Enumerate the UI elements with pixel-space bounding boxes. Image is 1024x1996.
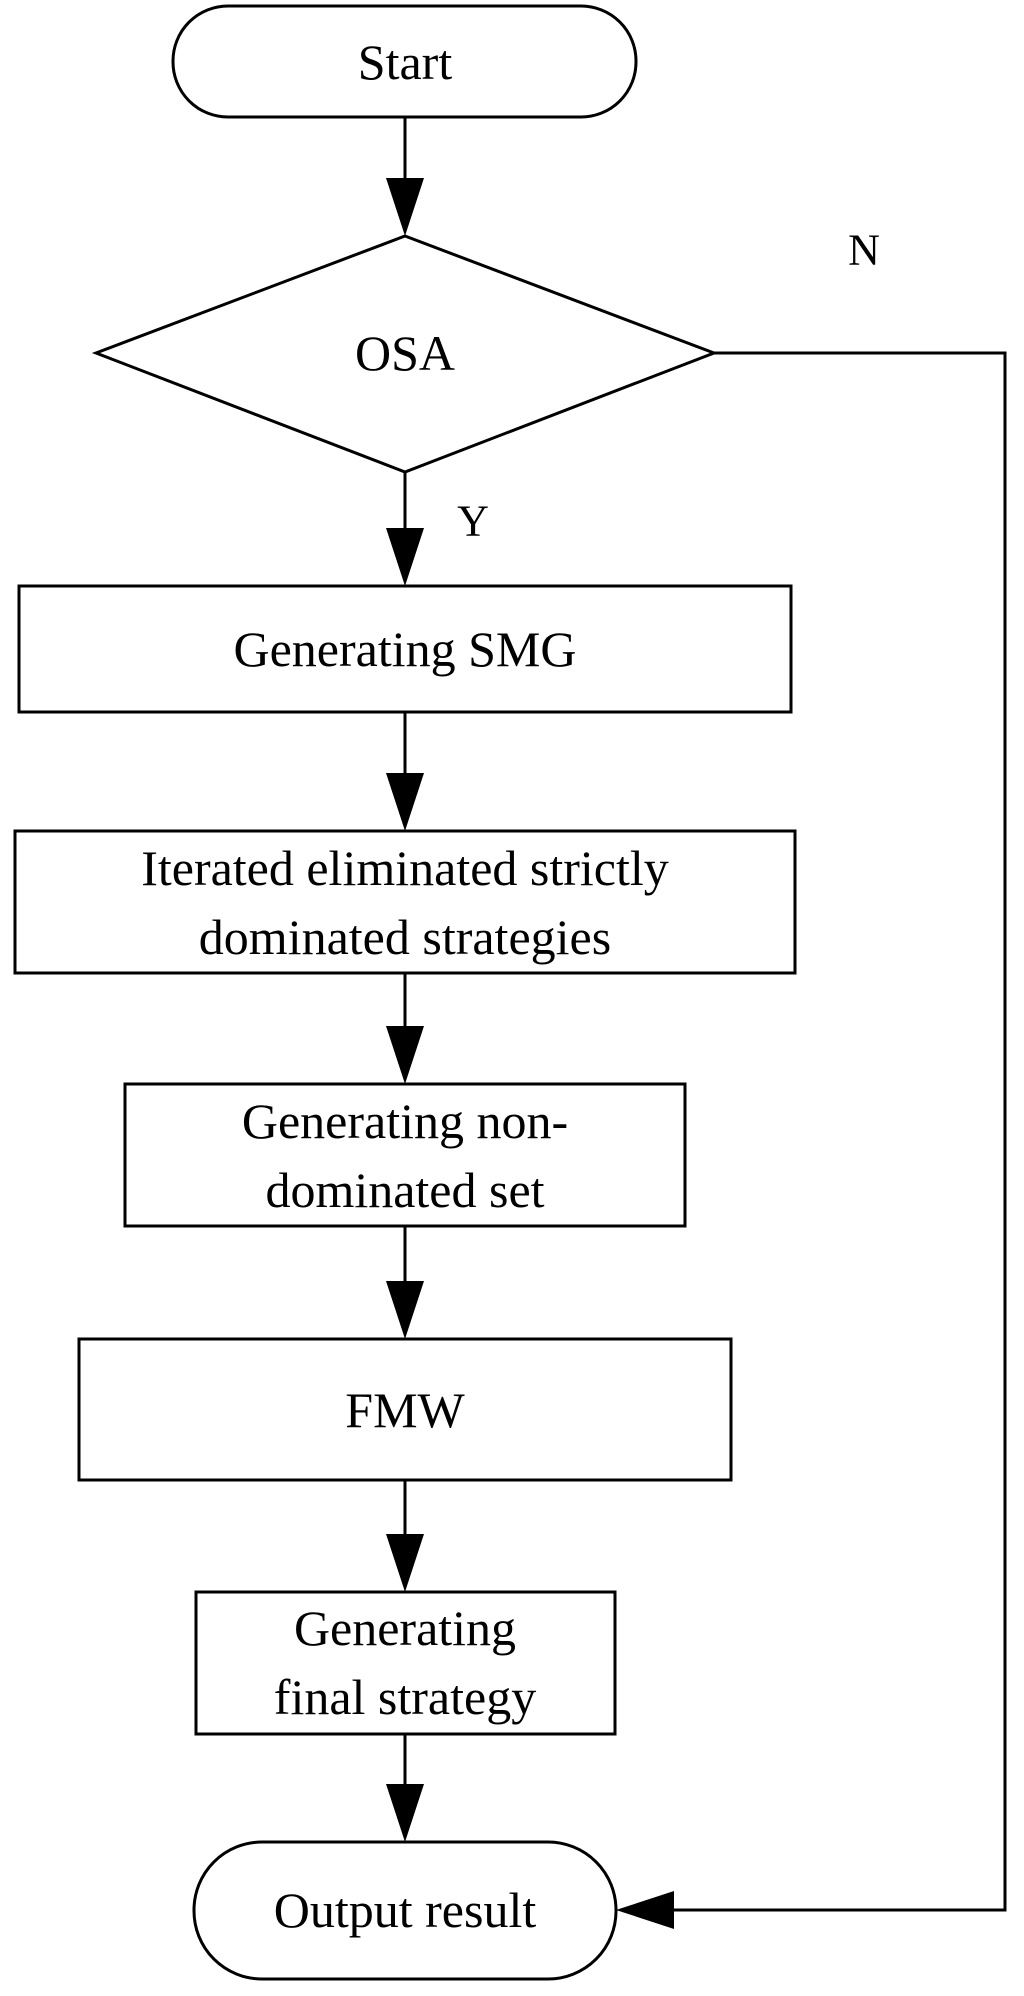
arrowhead-icon <box>616 1891 674 1929</box>
fmw-node: FMW <box>77 1337 733 1482</box>
iterated-label-line2: dominated strategies <box>199 909 611 965</box>
nondominated-set-node: Generating non- dominated set <box>123 1082 687 1228</box>
arrow-osa-no-to-output <box>616 351 1007 1929</box>
final-strategy-label-line2: final strategy <box>274 1669 536 1725</box>
no-branch-label: N <box>848 226 880 275</box>
generating-smg-node: Generating SMG <box>17 584 793 714</box>
arrowhead-icon <box>386 773 424 831</box>
start-label: Start <box>358 34 453 90</box>
arrowhead-icon <box>386 1534 424 1592</box>
fmw-label: FMW <box>345 1382 465 1438</box>
osa-decision-node: OSA <box>91 234 719 474</box>
arrow-smg-to-iterated <box>386 712 424 831</box>
arrowhead-icon <box>386 1784 424 1842</box>
nondominated-label-line2: dominated set <box>265 1162 544 1218</box>
arrowhead-icon <box>386 528 424 586</box>
arrow-iterated-to-nondominated <box>386 973 424 1084</box>
final-strategy-label-line1: Generating <box>294 1600 516 1656</box>
yes-branch-label: Y <box>457 497 489 546</box>
output-result-label: Output result <box>274 1882 537 1938</box>
arrow-osa-to-smg <box>386 472 424 586</box>
iterated-label-line1: Iterated eliminated strictly <box>141 840 669 896</box>
arrowhead-icon <box>386 178 424 236</box>
arrowhead-icon <box>386 1281 424 1339</box>
start-node: Start <box>171 4 638 119</box>
arrow-start-to-osa <box>386 117 424 236</box>
arrow-fmw-to-final <box>386 1480 424 1592</box>
nondominated-label-line1: Generating non- <box>242 1093 568 1149</box>
iterated-elimination-node: Iterated eliminated strictly dominated s… <box>13 829 797 975</box>
generating-smg-label: Generating SMG <box>234 621 577 677</box>
arrow-final-to-output <box>386 1734 424 1842</box>
osa-label: OSA <box>355 325 455 381</box>
arrowhead-icon <box>386 1026 424 1084</box>
output-result-node: Output result <box>192 1840 618 1981</box>
final-strategy-node: Generating final strategy <box>194 1590 617 1736</box>
arrow-nondominated-to-fmw <box>386 1226 424 1339</box>
